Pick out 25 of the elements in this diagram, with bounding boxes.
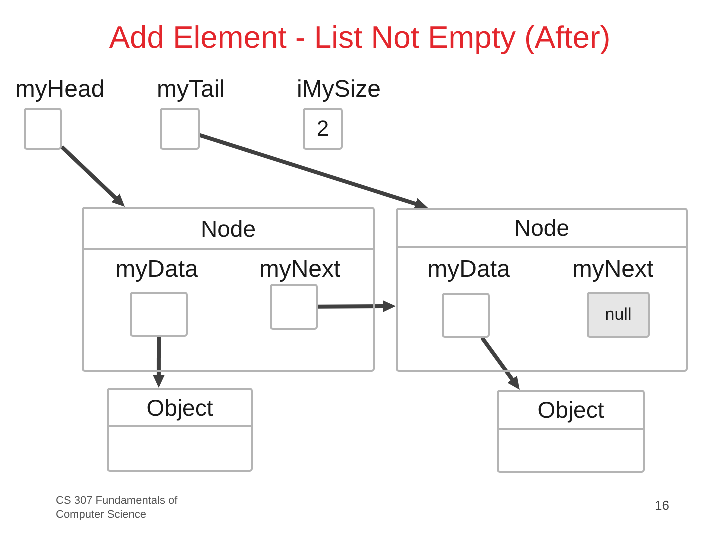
field-label: iMySize — [297, 76, 381, 104]
arrow — [199, 133, 428, 210]
record-title: Object — [146, 394, 214, 421]
arrow — [318, 300, 396, 312]
field-label: myData — [116, 256, 198, 284]
record-title: Object — [538, 396, 604, 424]
record-box — [82, 207, 375, 372]
slide-title: Add Element - List Not Empty (After) — [109, 20, 611, 56]
record-box — [396, 208, 688, 372]
field-label: myNext — [259, 256, 341, 284]
field-value: 2 — [316, 116, 330, 142]
field-label: myNext — [572, 256, 654, 284]
record-box — [107, 388, 253, 472]
arrow — [480, 336, 520, 390]
field-label: myData — [428, 256, 510, 284]
record-title: Node — [201, 215, 256, 242]
field-value: null — [605, 305, 632, 325]
arrow — [152, 337, 165, 388]
footer-text: CS 307 Fundamentals of Computer Science — [56, 494, 179, 523]
record-box — [497, 390, 645, 473]
field-label: myTail — [157, 76, 225, 104]
page-number: 16 — [655, 499, 670, 514]
arrow — [60, 146, 126, 207]
field-label: myHead — [15, 76, 105, 104]
record-title: Node — [514, 214, 570, 242]
